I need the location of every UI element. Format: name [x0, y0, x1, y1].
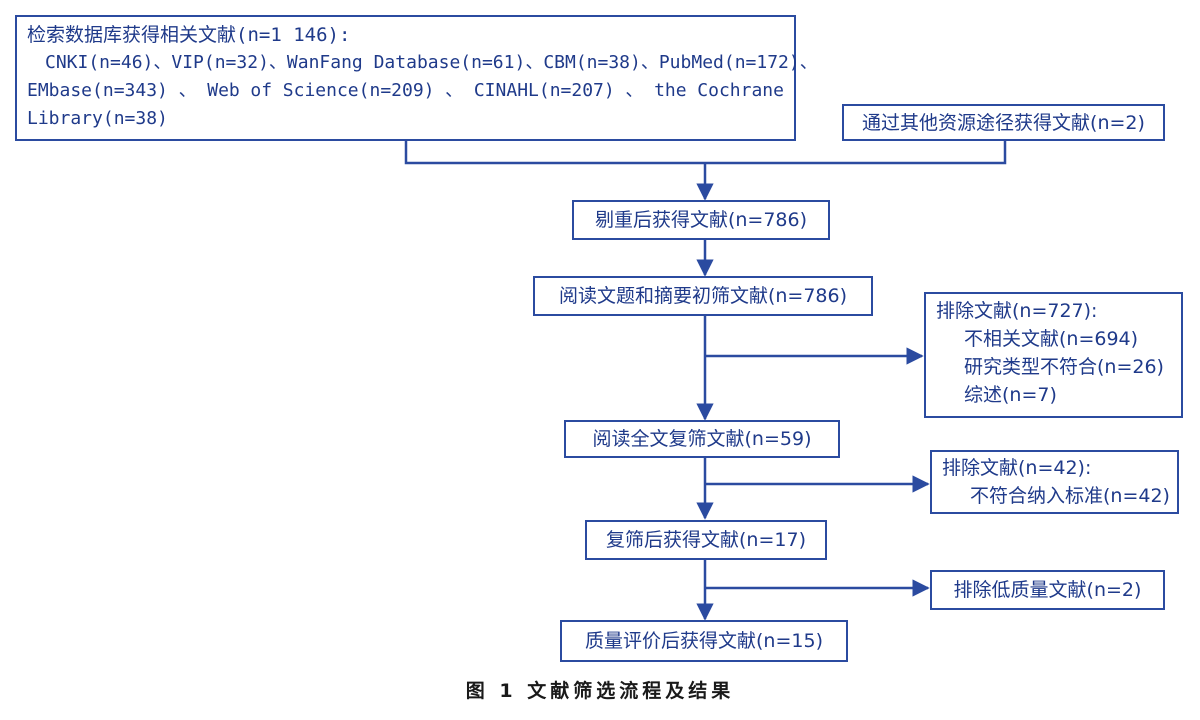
low-quality-box: 排除低质量文献(n=2) [930, 570, 1165, 610]
dedup-label: 剔重后获得文献(n=786) [594, 209, 808, 231]
exclusion2-item: 不符合纳入标准(n=42) [970, 485, 1170, 507]
dedup-box: 剔重后获得文献(n=786) [572, 200, 830, 240]
after-rescreen-label: 复筛后获得文献(n=17) [606, 529, 806, 551]
exclusion2-title: 排除文献(n=42): [942, 457, 1092, 479]
merge-line [404, 140, 1007, 165]
other-sources-label: 通过其他资源途径获得文献(n=2) [862, 111, 1145, 134]
final-label: 质量评价后获得文献(n=15) [585, 630, 823, 652]
exclusion1-title: 排除文献(n=727): [936, 300, 1098, 322]
exclusion1-item: 不相关文献(n=694) [964, 328, 1139, 350]
other-sources-box: 通过其他资源途径获得文献(n=2) [842, 104, 1165, 141]
fulltext-box: 阅读全文复筛文献(n=59) [564, 420, 840, 458]
title-abstract-box: 阅读文题和摘要初筛文献(n=786) [533, 276, 873, 316]
database-search-line1: CNKI(n=46)、VIP(n=32)、WanFang Database(n=… [45, 52, 818, 73]
exclusion1-box: 排除文献(n=727): 不相关文献(n=694) 研究类型不符合(n=26) … [924, 292, 1183, 418]
exclusion1-item: 综述(n=7) [964, 384, 1057, 406]
low-quality-label: 排除低质量文献(n=2) [953, 579, 1142, 601]
database-search-title: 检索数据库获得相关文献(n=1 146): [27, 24, 351, 46]
database-search-line2: EMbase(n=343) 、 Web of Science(n=209) 、 … [27, 80, 784, 101]
database-search-line3: Library(n=38) [27, 108, 168, 129]
exclusion2-box: 排除文献(n=42): 不符合纳入标准(n=42) [930, 450, 1179, 514]
figure-caption: 图 1 文献筛选流程及结果 [465, 680, 735, 702]
database-search-box: 检索数据库获得相关文献(n=1 146): CNKI(n=46)、VIP(n=3… [15, 15, 818, 141]
title-abstract-label: 阅读文题和摘要初筛文献(n=786) [558, 285, 848, 307]
fulltext-label: 阅读全文复筛文献(n=59) [592, 428, 812, 450]
exclusion1-item: 研究类型不符合(n=26) [964, 356, 1164, 378]
after-rescreen-box: 复筛后获得文献(n=17) [585, 520, 827, 560]
final-box: 质量评价后获得文献(n=15) [560, 620, 848, 662]
